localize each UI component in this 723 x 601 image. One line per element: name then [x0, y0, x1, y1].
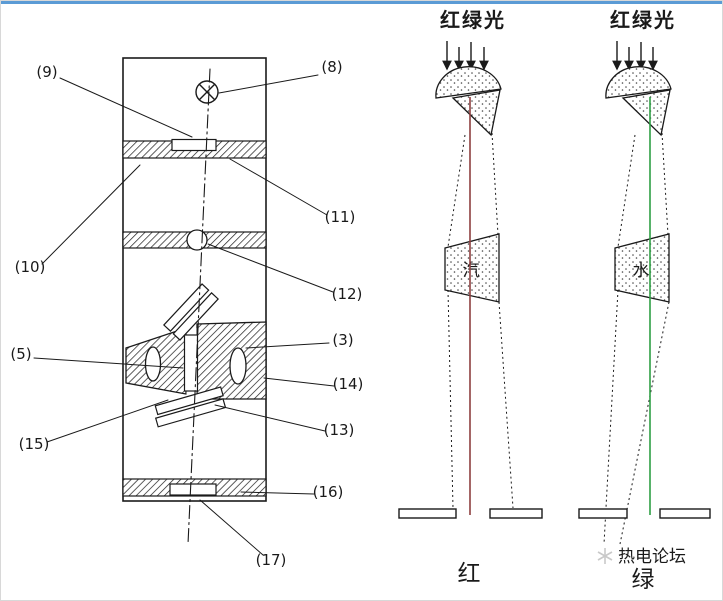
- ray-traces-green-column: [603, 132, 670, 545]
- leader-lines: [33, 74, 335, 556]
- part-label-13: (13): [324, 421, 355, 439]
- deflecting-prism-green-column: [621, 89, 671, 137]
- incident-light-label-green-column: 红绿光: [610, 8, 676, 32]
- aperture-slot-top: [171, 138, 217, 152]
- detector-plate-bottom: [122, 478, 267, 497]
- central-slit-element: [183, 334, 199, 392]
- steam-chamber-label: 汽: [463, 261, 480, 281]
- water-chamber-label: 水: [633, 261, 650, 281]
- condenser-lens-icon: [186, 229, 208, 251]
- aperture-plate-top: [122, 138, 267, 159]
- exit-slit-green-column: [578, 508, 711, 519]
- part-label-17: (17): [256, 551, 287, 569]
- lamp-icon: [195, 80, 219, 104]
- top-border-strip: [1, 1, 722, 4]
- chamber-window-left: [144, 346, 162, 382]
- part-label-3: (3): [332, 331, 353, 349]
- part-label-8: (8): [321, 58, 342, 76]
- analyzer-device-diagram: (9) (8) (10) (11) (12) (3) (14) (5) (15)…: [10, 57, 363, 569]
- steam-chamber-prism: [444, 233, 500, 303]
- part-label-9: (9): [36, 63, 57, 81]
- watermark-text: 热电论坛: [618, 547, 686, 567]
- snowflake-icon: [597, 548, 613, 564]
- part-label-15: (15): [19, 435, 50, 453]
- incident-light-label-red-column: 红绿光: [440, 8, 506, 32]
- filter-slats-lower: [154, 386, 227, 428]
- watermark: 热电论坛: [597, 547, 686, 567]
- part-label-14: (14): [333, 375, 364, 393]
- beam-splitter-upper: [163, 283, 219, 341]
- result-label-red: 红: [458, 561, 481, 587]
- chamber-window-right: [229, 347, 247, 385]
- water-chamber-prism: [614, 233, 670, 303]
- exit-slit-red-column: [398, 508, 543, 519]
- part-label-5: (5): [10, 345, 31, 363]
- deflecting-prism-red-column: [451, 89, 501, 137]
- optical-path-red-column: 红绿光 汽 红: [398, 8, 543, 587]
- device-housing-outline: [122, 57, 267, 502]
- optical-path-green-column: 红绿光 水 绿: [578, 8, 711, 593]
- incident-arrows-green-column: [612, 41, 658, 71]
- part-labels: (9) (8) (10) (11) (12) (3) (14) (5) (15)…: [10, 58, 363, 569]
- part-label-10: (10): [15, 258, 46, 276]
- collector-lens-red-column: [435, 66, 502, 99]
- lens-plate-middle: [122, 229, 267, 251]
- optical-axis-line: [187, 68, 211, 545]
- incident-arrows-red-column: [442, 41, 489, 71]
- result-label-green: 绿: [632, 567, 655, 593]
- ray-traces-red-column: [447, 132, 514, 509]
- measuring-chamber-block: [125, 321, 267, 400]
- part-label-16: (16): [313, 483, 344, 501]
- collector-lens-green-column: [605, 66, 672, 99]
- part-label-12: (12): [332, 285, 363, 303]
- part-label-11: (11): [325, 208, 356, 226]
- detector-window: [169, 483, 217, 496]
